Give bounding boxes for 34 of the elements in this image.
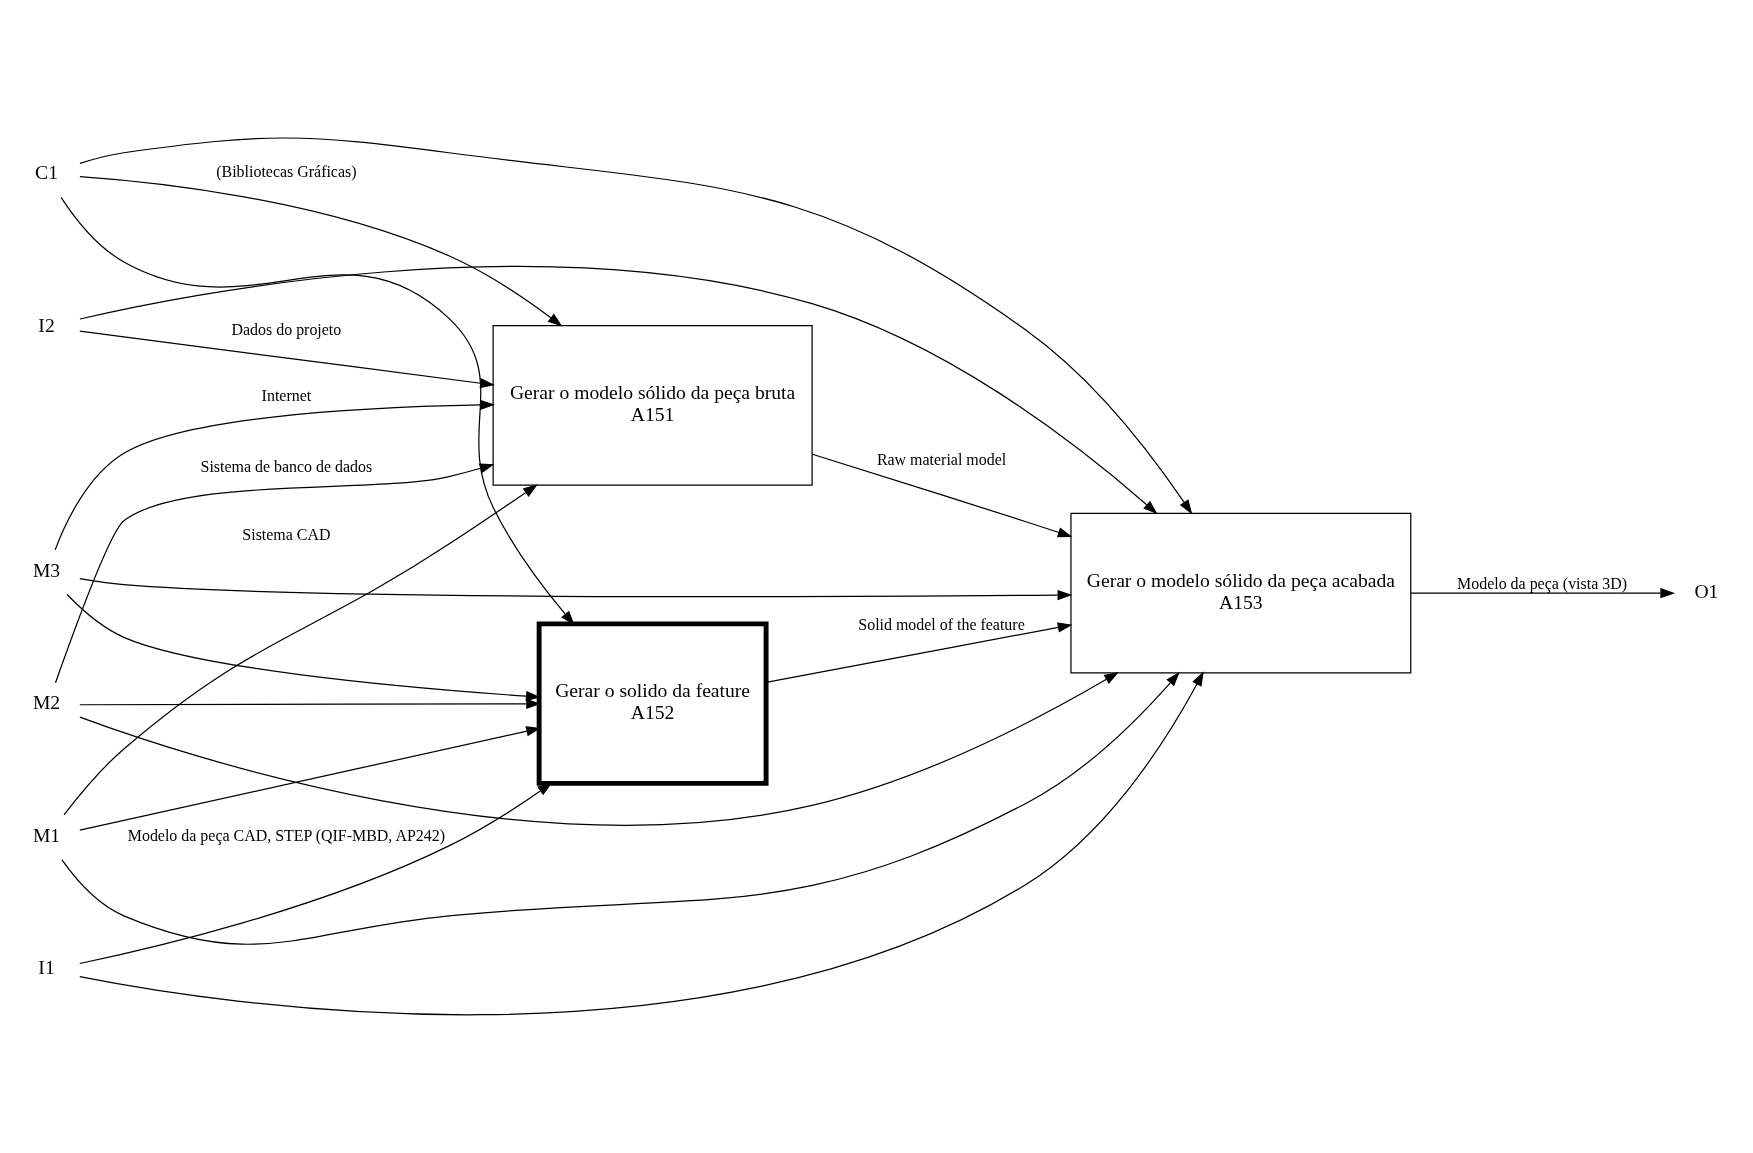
edge-label: (Bibliotecas Gráficas) [216,162,357,180]
node-text: I1 [38,957,55,979]
arrow [61,671,1180,945]
arrow [811,453,1073,538]
arrow [765,622,1073,684]
arrow [79,782,553,965]
arrow [79,672,1119,826]
arrow [79,330,495,389]
edge-label: Modelo da peça (vista 3D) [1457,574,1628,592]
arrow [79,671,1204,1016]
edge-label: Sistema CAD [242,525,331,543]
arrow [79,578,1073,601]
node-text: M1 [32,824,61,846]
arrow [79,175,563,327]
edge-label: Modelo da peça CAD, STEP (QIF-MBD, AP242) [127,827,446,845]
arrow [54,399,495,551]
edge-label: Sistema de banco de dados [200,458,373,476]
edge-label: Dados do projeto [231,320,342,338]
node-text: M2 [32,692,61,714]
node-box: Gerar o modelo sólido da peça bruta A151 [492,325,813,486]
arrow [63,484,538,816]
edge-label: Internet [261,387,312,405]
edge-label: Solid model of the feature [858,616,1025,634]
edge-label: Raw material model [876,450,1007,468]
node-box: Gerar o solido da feature A152 [536,621,769,786]
arrow [79,137,1193,515]
node-text: M3 [32,559,61,581]
node-text: O1 [1694,580,1719,602]
arrow [54,463,495,684]
node-text: C1 [35,162,58,184]
node-box: Gerar o modelo sólido da peça acabada A153 [1070,512,1412,674]
node-text: I2 [38,314,55,336]
arrow [79,265,1158,515]
arrow [1410,588,1676,599]
